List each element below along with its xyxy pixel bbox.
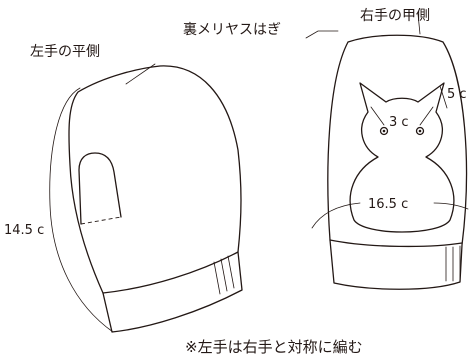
right-cuff-line xyxy=(329,239,463,248)
right-mitten xyxy=(311,34,469,290)
left-mitten xyxy=(68,65,243,333)
left-thumb xyxy=(78,152,122,225)
cat-left-pupil xyxy=(382,129,386,133)
cat-right-eye xyxy=(415,126,425,136)
left-cuff-rib-2 xyxy=(220,258,228,292)
body-width-line-left xyxy=(311,202,361,229)
right-back-label: 右手の甲側 xyxy=(360,8,430,24)
cat-motif xyxy=(349,82,455,233)
note-label: ※左手は右手と対称に編む xyxy=(185,338,363,356)
ear-width-line-left xyxy=(370,106,385,126)
length-dimension-arc xyxy=(49,87,114,333)
right-mitten-outline xyxy=(327,34,468,290)
body-width-label: 16.5 c xyxy=(368,197,408,212)
seam-leader-line xyxy=(305,30,339,39)
ear-width-label: 3 c xyxy=(389,115,409,130)
back-leader-line xyxy=(417,13,421,35)
left-mitten-outline xyxy=(68,65,243,333)
left-thumb-dash xyxy=(80,216,122,225)
purl-seam-label: 裏メリヤスはぎ xyxy=(183,21,281,38)
ear-width-line-right xyxy=(419,106,434,126)
body-width-line-right xyxy=(433,202,469,210)
left-cuff-line xyxy=(102,251,239,294)
ear-height-line xyxy=(439,85,448,109)
cat-left-eye xyxy=(379,126,389,136)
left-palm-label: 左手の平側 xyxy=(30,44,100,60)
length-label: 14.5 c xyxy=(4,223,44,238)
palm-leader-line xyxy=(125,63,156,85)
left-cuff-rib-3 xyxy=(227,255,235,289)
ear-height-label: 5 c xyxy=(447,87,467,102)
left-cuff-rib-1 xyxy=(213,261,221,295)
cat-right-pupil xyxy=(418,129,422,133)
